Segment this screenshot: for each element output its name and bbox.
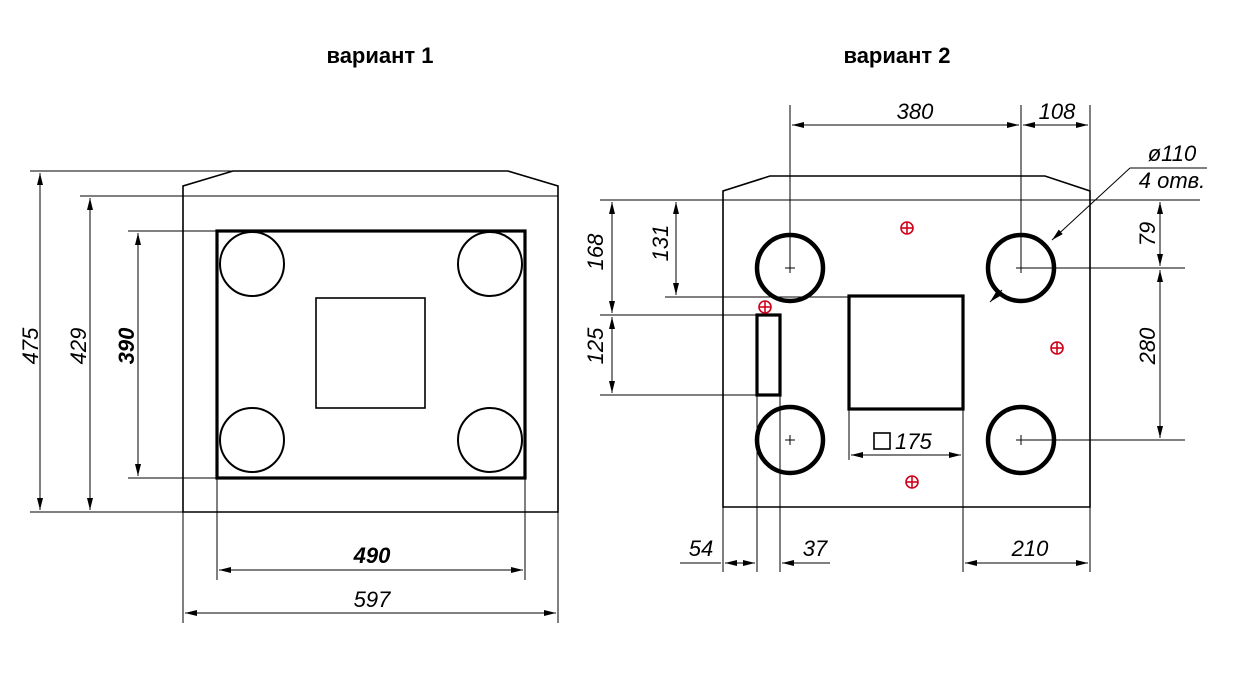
mount-hole — [900, 221, 914, 235]
dim-hole-count: 4 отв. — [1139, 168, 1206, 193]
dim-168: 168 — [583, 233, 608, 270]
variant-2-title: вариант 2 — [843, 43, 950, 68]
variant-1-title: вариант 1 — [326, 43, 433, 68]
dim-390: 390 — [114, 327, 139, 364]
dim-175: 175 — [895, 429, 932, 454]
mount-hole — [758, 300, 772, 314]
dim-125: 125 — [583, 327, 608, 364]
mount-hole — [1050, 341, 1064, 355]
dim-37: 37 — [803, 536, 828, 561]
inner-frame — [215, 229, 527, 480]
dim-475: 475 — [18, 327, 43, 364]
dim-210: 210 — [1011, 536, 1049, 561]
round-port — [457, 407, 523, 473]
variant-2-drawing: вариант 2 — [583, 43, 1207, 572]
dim-280: 280 — [1135, 327, 1160, 365]
round-port — [219, 231, 285, 297]
dim-429: 429 — [66, 328, 91, 365]
dim-54: 54 — [689, 536, 713, 561]
dim-380: 380 — [897, 99, 934, 124]
mount-holes — [758, 221, 1064, 489]
center-marks — [785, 263, 1026, 445]
diameter-leader-line — [1051, 167, 1131, 241]
center-square — [315, 297, 426, 409]
round-port — [457, 231, 523, 297]
round-port — [219, 407, 285, 473]
center-square — [847, 294, 965, 411]
diameter-leader-tail — [989, 289, 1003, 303]
dim-79: 79 — [1135, 222, 1160, 246]
variant-1-drawing: вариант 1 475 429 390 490 597 — [18, 43, 559, 623]
dim-490: 490 — [353, 543, 391, 568]
dim-597: 597 — [354, 587, 391, 612]
dim-108: 108 — [1039, 99, 1076, 124]
dim-131: 131 — [648, 225, 673, 262]
square-symbol-icon — [873, 432, 891, 450]
side-slot — [755, 313, 782, 397]
dim-hole-diameter: ø110 — [1148, 141, 1197, 166]
mount-hole — [905, 475, 919, 489]
